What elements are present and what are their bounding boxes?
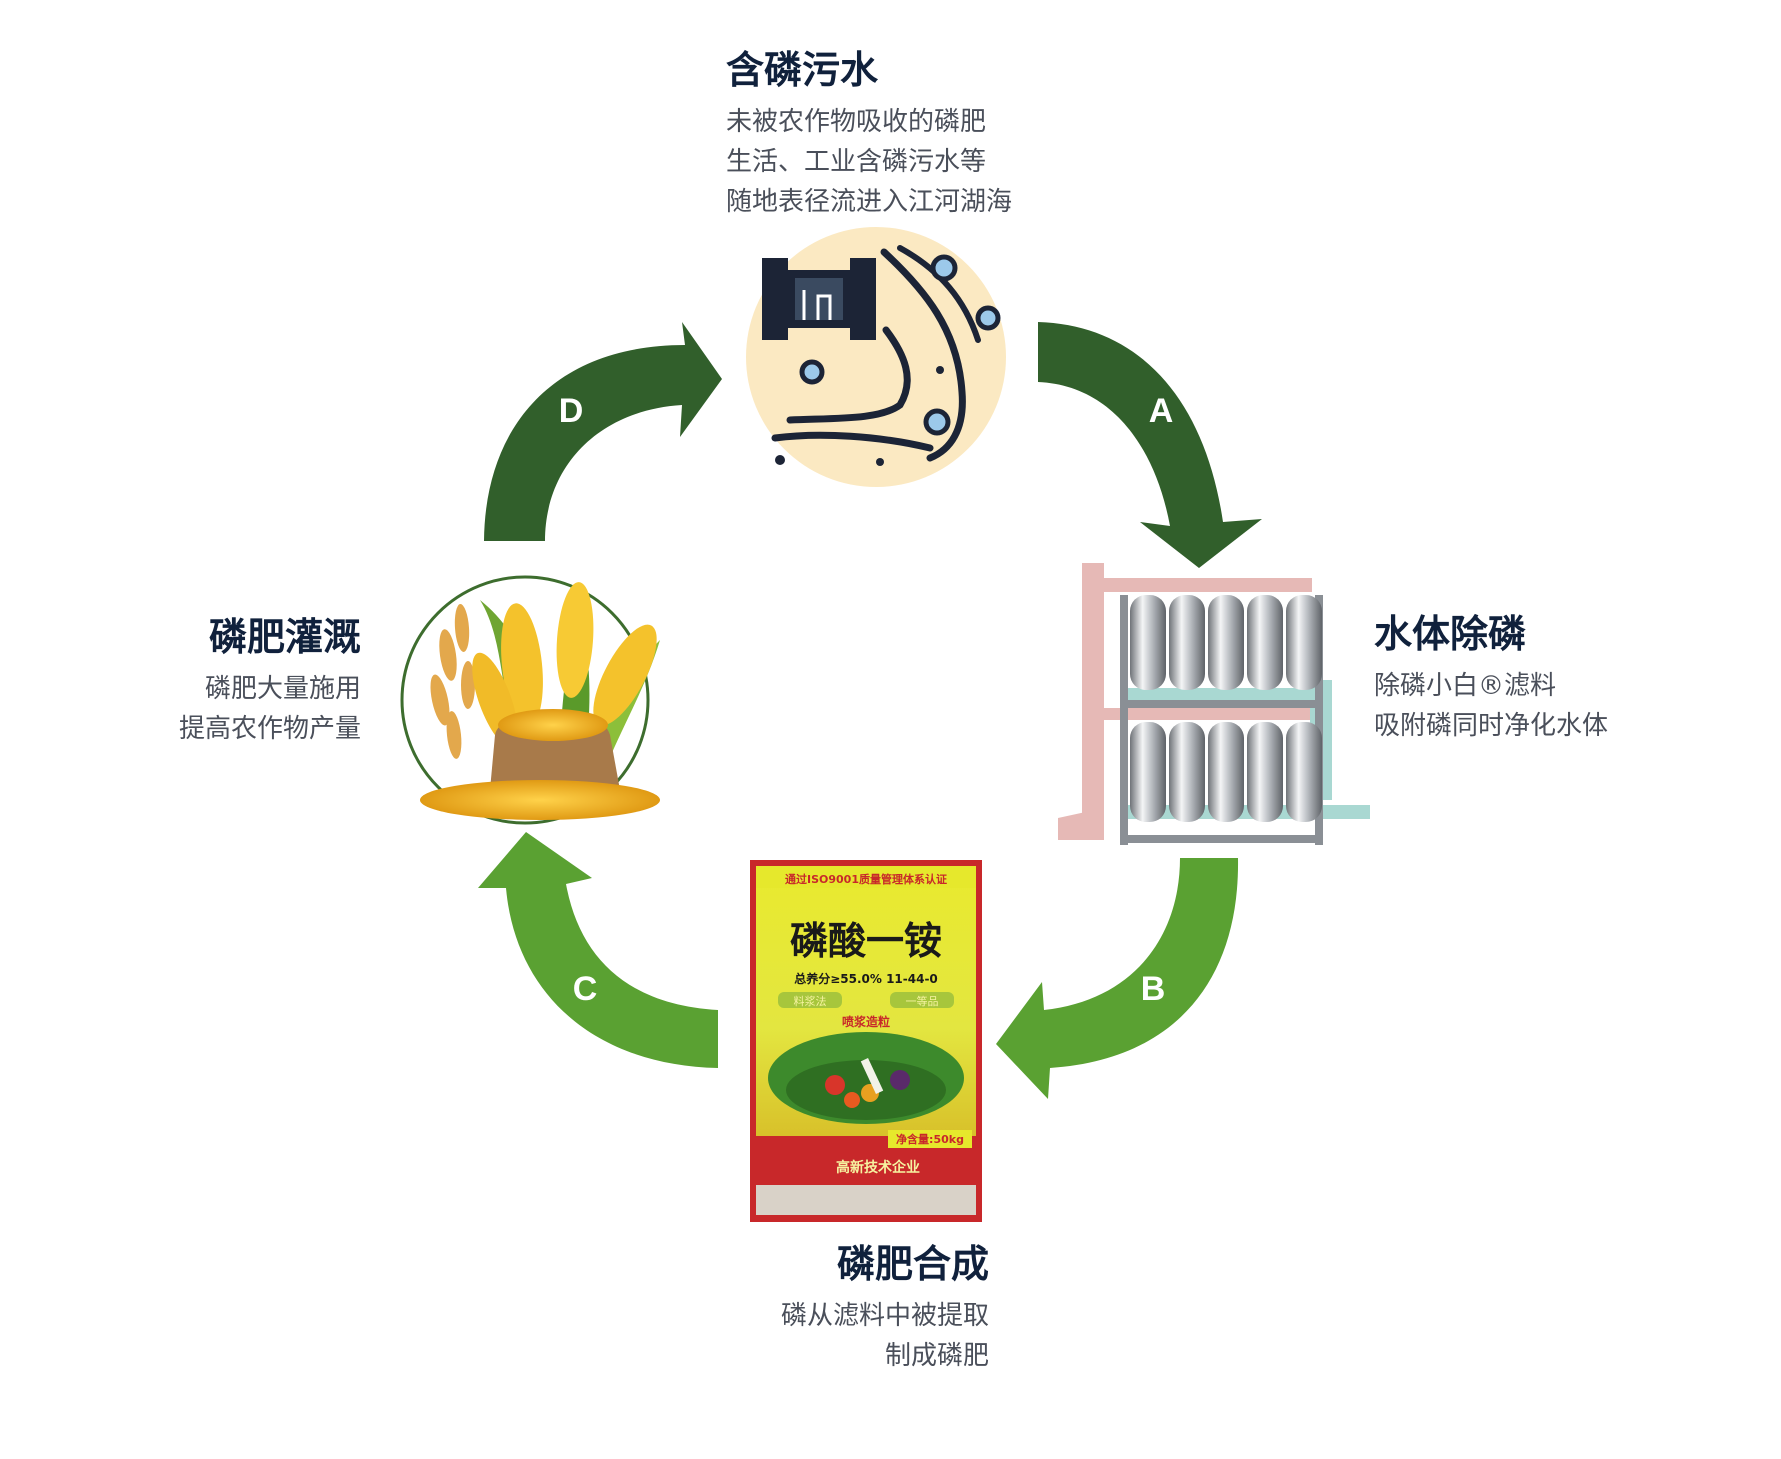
bag-nutrient-text: 总养分≥55.0% 11-44-0 [794,971,938,986]
bag-badge-right: 一等品 [906,994,939,1008]
arrow-b: B [996,858,1239,1099]
fertilizer-bag-icon: 通过ISO9001质量管理体系认证 磷酸一铵 总养分≥55.0% 11-44-0… [750,860,982,1222]
arrow-d-shape [484,322,722,541]
stage-fertilizer-synthesis-line-2: 制成磷肥 [884,1341,989,1371]
stage-irrigation-line-2: 提高农作物产量 [178,714,361,744]
stage-irrigation-title: 磷肥灌溉 [208,615,361,659]
bag-product-name: 磷酸一铵 [790,918,942,963]
stage-water-removal-title: 水体除磷 [1374,612,1527,656]
stage-sewage: 含磷污水 未被农作物吸收的磷肥 生活、工业含磷污水等 随地表径流进入江河湖海 [726,46,1012,222]
stage-sewage-title: 含磷污水 [726,48,879,92]
bag-process-text: 喷浆造粒 [842,1014,890,1029]
sewage-pipe-icon [746,227,1006,487]
arrow-b-shape [996,858,1239,1099]
stage-sewage-line-3: 随地表径流进入江河湖海 [726,187,1013,217]
bag-enterprise-text: 高新技术企业 [836,1159,920,1176]
stage-irrigation-line-1: 磷肥大量施用 [204,674,361,704]
arrow-a: A [1038,322,1262,568]
stage-fertilizer-synthesis-line-1: 磷从滤料中被提取 [780,1301,989,1331]
arrow-a-shape [1038,322,1262,568]
stage-sewage-line-1: 未被农作物吸收的磷肥 [726,107,987,137]
filter-tank-icon [1058,563,1370,845]
bag-badge-left: 料浆法 [794,994,827,1008]
arrow-c: C [478,832,718,1068]
arrow-d: D [484,322,722,541]
stage-fertilizer-synthesis-title: 磷肥合成 [836,1242,989,1286]
stage-fertilizer-synthesis: 磷肥合成 磷从滤料中被提取 制成磷肥 [781,1240,989,1376]
bag-certification-text: 通过ISO9001质量管理体系认证 [785,872,947,886]
arrow-c-label: C [573,970,598,1008]
stage-water-removal: 水体除磷 除磷小白®滤料 吸附磷同时净化水体 [1374,610,1608,746]
arrow-a-label: A [1149,392,1174,430]
arrow-b-label: B [1141,970,1166,1008]
corn-wheat-icon [400,575,660,825]
arrow-d-label: D [559,392,584,430]
stage-water-removal-line-2: 吸附磷同时净化水体 [1374,711,1609,741]
arrow-c-shape [478,832,718,1068]
stage-irrigation: 磷肥灌溉 磷肥大量施用 提高农作物产量 [179,613,361,749]
stage-water-removal-line-1: 除磷小白®滤料 [1374,671,1557,701]
bag-net-weight: 净含量:50kg [896,1132,964,1146]
stage-sewage-line-2: 生活、工业含磷污水等 [726,147,987,177]
